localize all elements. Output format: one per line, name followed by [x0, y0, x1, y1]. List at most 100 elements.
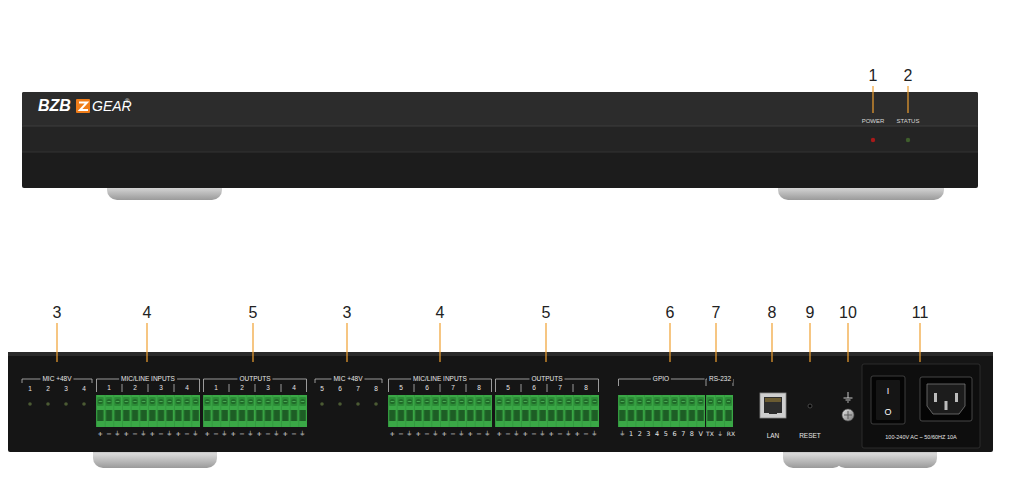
pin-label: V — [698, 431, 702, 438]
channel-number: 6 — [532, 385, 536, 392]
channel-number: 4 — [185, 385, 189, 392]
pin-label: ⏚ — [407, 431, 412, 438]
pin-label: ⏚ — [115, 431, 120, 438]
pin-label: ⏚ — [566, 431, 571, 438]
channel-number: 4 — [82, 386, 86, 393]
callout-number: 8 — [768, 305, 777, 321]
pin-label: + — [150, 431, 155, 438]
pin-label: ⏚ — [718, 431, 722, 437]
pin-label: − — [450, 431, 455, 438]
pin-label: 7 — [681, 431, 685, 438]
pin-label: ⏚ — [141, 431, 146, 438]
pin-label: 6 — [672, 431, 676, 438]
pin-label: ⏚ — [620, 431, 625, 438]
pin-label: ⏚ — [433, 431, 438, 438]
pin-label: + — [283, 431, 288, 438]
section-label: MIC +48V — [331, 376, 364, 383]
switch-symbol: I — [887, 387, 890, 396]
channel-number: 1 — [28, 386, 32, 393]
channel-number: 3 — [266, 385, 270, 392]
channel-number: 3 — [159, 385, 163, 392]
callout-number: 5 — [542, 305, 551, 321]
pin-label: + — [549, 431, 554, 438]
pin-label: + — [205, 431, 210, 438]
port-label: LAN — [767, 433, 780, 440]
pin-label: − — [583, 431, 588, 438]
pin-label: − — [158, 431, 163, 438]
callout-number: 4 — [436, 305, 445, 321]
pin-label: + — [124, 431, 129, 438]
pin-label: + — [390, 431, 395, 438]
callout-number: 9 — [806, 305, 815, 321]
callout-number: 1 — [869, 68, 878, 84]
pin-label: − — [476, 431, 481, 438]
pin-label: − — [213, 431, 218, 438]
channel-number: 6 — [338, 386, 342, 393]
ground-terminal — [842, 392, 854, 421]
section-label: MIC/LINE INPUTS — [411, 376, 469, 383]
switch-symbol: O — [884, 408, 891, 417]
pin-label: ⏚ — [592, 431, 597, 438]
pin-label: + — [231, 431, 236, 438]
pin-label: ⏚ — [514, 431, 519, 438]
rear-panel — [8, 352, 993, 452]
trademark-mark: ® — [125, 98, 129, 104]
pin-label: 2 — [638, 431, 642, 438]
front-panel — [22, 92, 978, 188]
section-label: OUTPUTS — [237, 376, 272, 383]
channel-number: 8 — [374, 386, 378, 393]
pin-label: + — [98, 431, 103, 438]
channel-number: 6 — [425, 385, 429, 392]
pin-label: ⏚ — [485, 431, 490, 438]
callout-number: 6 — [666, 305, 675, 321]
pin-label: + — [442, 431, 447, 438]
pin-label: 4 — [655, 431, 659, 438]
pin-label: ⏚ — [300, 431, 305, 438]
port-label: RESET — [799, 433, 821, 440]
channel-number: 1 — [107, 385, 111, 392]
callout-number: 7 — [712, 305, 721, 321]
pin-label: 8 — [690, 431, 694, 438]
terminal-block — [96, 395, 733, 427]
section-label: GPIO — [651, 376, 671, 383]
pin-label: ⏚ — [248, 431, 253, 438]
pin-label: RX — [727, 431, 735, 437]
pin-label: + — [416, 431, 421, 438]
pin-label: − — [239, 431, 244, 438]
pin-label: − — [265, 431, 270, 438]
pin-label: − — [398, 431, 403, 438]
callout-number: 3 — [53, 305, 62, 321]
channel-number: 7 — [558, 385, 562, 392]
pin-label: − — [424, 431, 429, 438]
power-led — [871, 138, 875, 142]
callout-number: 3 — [343, 305, 352, 321]
pin-label: 1 — [629, 431, 633, 438]
section-label: OUTPUTS — [529, 376, 564, 383]
logo-icon — [76, 99, 90, 113]
panel-label: POWER — [862, 118, 885, 124]
pin-label: + — [523, 431, 528, 438]
pin-label: − — [557, 431, 562, 438]
brand-logo: BZB — [38, 98, 71, 114]
section-label: RS-232 — [707, 376, 733, 383]
pin-label: + — [468, 431, 473, 438]
callout-number: 2 — [904, 68, 913, 84]
pin-label: − — [531, 431, 536, 438]
callout-number: 11 — [912, 305, 929, 321]
power-rating: 100-240V AC ~ 50/60HZ 10A — [885, 435, 956, 441]
pin-label: ⏚ — [459, 431, 464, 438]
leader-line — [873, 86, 908, 113]
section-label: MIC +48V — [40, 376, 73, 383]
rj45-port — [760, 393, 786, 418]
power-switch — [871, 376, 905, 424]
callout-number: 10 — [839, 305, 857, 321]
channel-number: 3 — [64, 386, 68, 393]
reset-button — [808, 404, 812, 408]
channel-number: 5 — [506, 385, 510, 392]
channel-number: 5 — [320, 386, 324, 393]
panel-label: STATUS — [897, 118, 920, 124]
channel-number: 8 — [584, 385, 588, 392]
pin-label: + — [497, 431, 502, 438]
pin-label: ⏚ — [222, 431, 227, 438]
pin-label: + — [257, 431, 262, 438]
